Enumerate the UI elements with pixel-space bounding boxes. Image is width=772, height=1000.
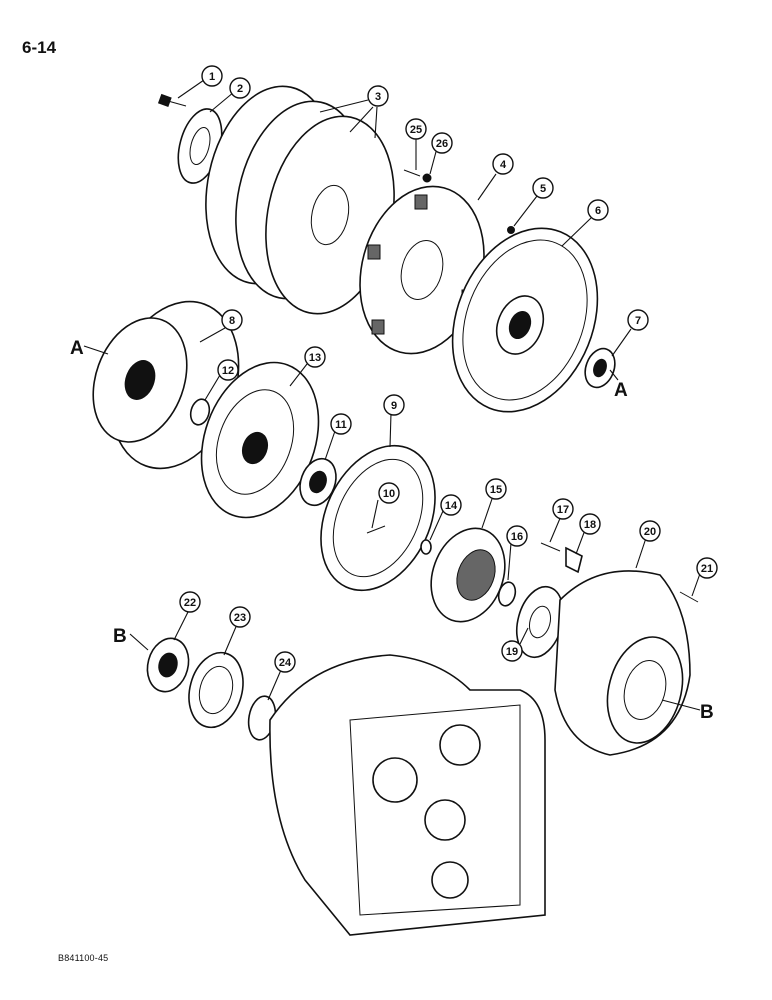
figure-code: B841100-45	[58, 953, 109, 963]
callout-26: 26	[431, 132, 453, 154]
part-snap-ring-12	[189, 398, 211, 426]
ref-letter-a-right: A	[614, 380, 628, 401]
part-snap-ring-16	[497, 581, 517, 607]
svg-text:18: 18	[584, 519, 596, 531]
svg-text:3: 3	[375, 91, 381, 103]
callout-1: 1	[201, 65, 223, 87]
svg-text:14: 14	[445, 500, 458, 512]
part-housing-6	[451, 227, 599, 413]
callout-6: 6	[587, 199, 609, 221]
callout-25: 25	[405, 118, 427, 140]
svg-text:8: 8	[229, 315, 235, 327]
svg-text:21: 21	[701, 563, 713, 575]
svg-text:2: 2	[237, 83, 243, 95]
svg-text:22: 22	[184, 597, 196, 609]
part-bolt-21	[679, 591, 699, 603]
part-washer-26	[422, 173, 432, 183]
svg-text:11: 11	[335, 419, 347, 431]
svg-text:6: 6	[595, 205, 601, 217]
svg-text:10: 10	[383, 488, 395, 500]
part-screw-25	[403, 169, 421, 177]
callout-8: 8	[221, 309, 243, 331]
svg-text:25: 25	[410, 124, 422, 136]
callout-18: 18	[579, 513, 601, 535]
callout-12: 12	[217, 359, 239, 381]
callout-22: 22	[179, 591, 201, 613]
callout-2: 2	[229, 77, 251, 99]
svg-text:20: 20	[644, 526, 656, 538]
callout-17: 17	[552, 498, 574, 520]
callout-16: 16	[506, 525, 528, 547]
callout-3: 3	[367, 85, 389, 107]
transmission-housing	[269, 654, 546, 936]
callout-4: 4	[492, 153, 514, 175]
svg-text:1: 1	[209, 71, 215, 83]
part-snap-ring-14	[420, 539, 432, 555]
svg-text:15: 15	[490, 484, 502, 496]
part-turbine-13	[200, 361, 320, 519]
svg-text:19: 19	[506, 646, 518, 658]
svg-text:9: 9	[391, 400, 397, 412]
callout-15: 15	[485, 478, 507, 500]
svg-text:12: 12	[222, 365, 234, 377]
svg-text:7: 7	[635, 315, 641, 327]
part-bracket-18	[565, 546, 583, 574]
part-bearing-11	[299, 457, 337, 507]
part-pin-10	[366, 525, 386, 534]
callout-9: 9	[383, 394, 405, 416]
part-bearing-22	[146, 637, 190, 693]
callout-19: 19	[501, 640, 523, 662]
callout-14: 14	[440, 494, 462, 516]
part-bolt-1	[157, 93, 187, 108]
svg-text:5: 5	[540, 183, 546, 195]
part-bearing-7	[584, 347, 616, 389]
callout-11: 11	[330, 413, 352, 435]
part-bolt-17	[540, 542, 561, 552]
part-impeller-15	[430, 527, 506, 623]
callout-23: 23	[229, 606, 251, 628]
part-dowel-5	[507, 226, 515, 234]
ref-letter-b-left: B	[113, 626, 127, 647]
callout-7: 7	[627, 309, 649, 331]
svg-text:24: 24	[279, 657, 292, 669]
part-impeller-20	[554, 570, 691, 756]
ref-letter-a-left: A	[70, 338, 84, 359]
callout-10: 10	[378, 482, 400, 504]
svg-text:16: 16	[511, 531, 523, 543]
svg-text:17: 17	[557, 504, 569, 516]
ref-letter-b-right: B	[700, 702, 714, 723]
svg-text:26: 26	[436, 138, 448, 150]
callout-24: 24	[274, 651, 296, 673]
part-gear-23	[188, 651, 244, 729]
callout-5: 5	[532, 177, 554, 199]
svg-text:23: 23	[234, 612, 246, 624]
callout-20: 20	[639, 520, 661, 542]
callout-13: 13	[304, 346, 326, 368]
page-number: 6-14	[22, 38, 57, 57]
svg-text:13: 13	[309, 352, 321, 364]
callout-21: 21	[696, 557, 718, 579]
svg-text:4: 4	[500, 159, 507, 171]
